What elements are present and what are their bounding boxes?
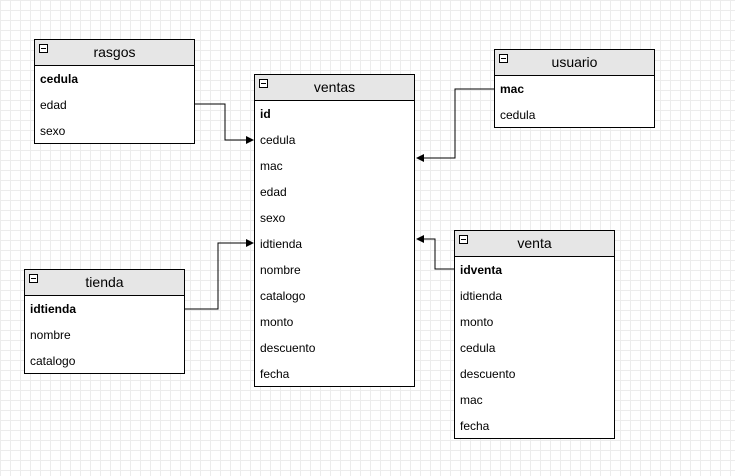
field-descuento[interactable]: descuento xyxy=(260,341,316,355)
table-venta-header[interactable]: venta xyxy=(455,231,614,257)
collapse-icon[interactable] xyxy=(39,44,48,53)
field-cedula[interactable]: cedula xyxy=(500,108,536,122)
collapse-icon[interactable] xyxy=(259,79,268,88)
field-nombre[interactable]: nombre xyxy=(30,328,71,342)
table-usuario-title: usuario xyxy=(551,54,598,70)
field-fecha[interactable]: fecha xyxy=(460,419,490,433)
table-usuario-header[interactable]: usuario xyxy=(495,50,654,76)
field-cedula[interactable]: cedula xyxy=(260,133,296,147)
field-catalogo[interactable]: catalogo xyxy=(30,354,76,368)
field-sexo[interactable]: sexo xyxy=(260,211,286,225)
field-mac[interactable]: mac xyxy=(500,82,525,96)
table-ventas-header[interactable]: ventas xyxy=(255,75,414,101)
field-mac[interactable]: mac xyxy=(460,393,483,407)
field-monto[interactable]: monto xyxy=(460,315,494,329)
table-rasgos-header[interactable]: rasgos xyxy=(35,40,194,66)
field-descuento[interactable]: descuento xyxy=(460,367,516,381)
field-edad[interactable]: edad xyxy=(260,185,287,199)
field-catalogo[interactable]: catalogo xyxy=(260,289,306,303)
table-tienda-header[interactable]: tienda xyxy=(25,270,184,296)
collapse-icon[interactable] xyxy=(29,274,38,283)
table-ventas[interactable]: ventas id cedula mac edad sexo idtienda … xyxy=(254,74,415,387)
field-cedula[interactable]: cedula xyxy=(460,341,496,355)
table-ventas-title: ventas xyxy=(313,79,356,95)
connector-tienda-ventas xyxy=(185,239,254,310)
table-venta-title: venta xyxy=(517,235,552,251)
field-idventa[interactable]: idventa xyxy=(460,263,503,277)
collapse-icon[interactable] xyxy=(459,235,468,244)
field-idtienda[interactable]: idtienda xyxy=(460,289,503,303)
field-sexo[interactable]: sexo xyxy=(40,124,66,138)
field-fecha[interactable]: fecha xyxy=(260,367,290,381)
table-rasgos-title: rasgos xyxy=(93,44,136,60)
field-idtienda[interactable]: idtienda xyxy=(260,237,303,251)
field-id[interactable]: id xyxy=(260,107,271,121)
table-rasgos[interactable]: rasgos cedula edad sexo xyxy=(34,39,195,144)
collapse-icon[interactable] xyxy=(499,54,508,63)
table-tienda-title: tienda xyxy=(85,274,124,290)
field-monto[interactable]: monto xyxy=(260,315,294,329)
connector-venta-ventas xyxy=(416,235,454,270)
connector-rasgos-ventas xyxy=(195,103,254,144)
field-nombre[interactable]: nombre xyxy=(260,263,301,277)
field-cedula[interactable]: cedula xyxy=(40,72,79,86)
table-tienda[interactable]: tienda idtienda nombre catalogo xyxy=(24,269,185,374)
field-idtienda[interactable]: idtienda xyxy=(30,302,77,316)
table-venta[interactable]: venta idventa idtienda monto cedula desc… xyxy=(454,230,615,439)
table-usuario[interactable]: usuario mac cedula xyxy=(494,49,655,128)
connector-usuario-ventas xyxy=(416,88,494,162)
field-mac[interactable]: mac xyxy=(260,159,283,173)
field-edad[interactable]: edad xyxy=(40,98,67,112)
